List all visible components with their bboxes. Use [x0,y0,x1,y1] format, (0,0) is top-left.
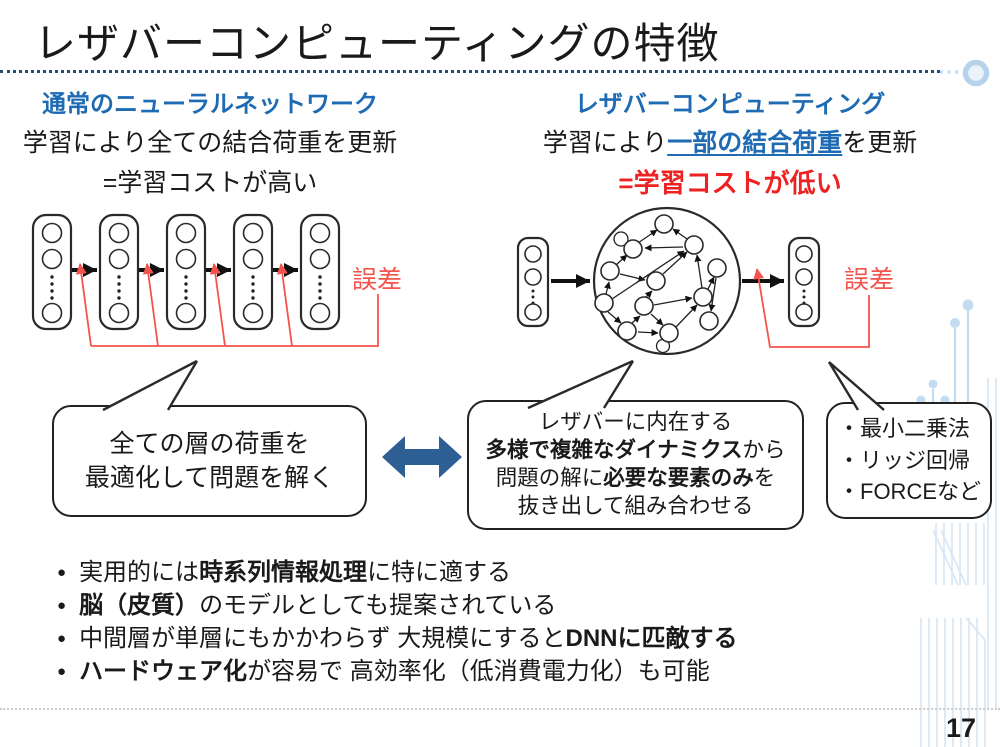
reservoir-edges [604,228,717,354]
bubble-line: 全ての層の荷重を [109,429,310,458]
error-label: 誤差 [352,266,402,294]
bullet-dot-icon: ● [57,663,67,680]
text-segment: 問題の解に [495,466,604,490]
text-segment: 必要な要素のみ [603,466,754,490]
nn-layer [299,213,341,331]
bullet-text: ハードウェア化が容易で 高効率化（低消費電力化）も可能 [79,655,710,688]
text-segment: DNNに匹敵する [565,625,738,652]
nn-layer [98,213,140,331]
bubble-line: 多様で複雑なダイナミクスから [486,437,786,465]
text-segment: から [742,438,786,463]
speech-bubble-all-layers: 全ての層の荷重を最適化して問題を解く [52,405,367,517]
bullet-item: ● ハードウェア化が容易で 高効率化（低消費電力化）も可能 [57,655,987,688]
nn-diagram: 誤差 [31,213,402,347]
circuit-terminal-circle-icon [962,59,990,87]
normal-nn-line1: 学習により全ての結合荷重を更新 [22,129,398,157]
text-segment: に特に適する [367,559,512,586]
reservoir-line2: =学習コストが低い [618,168,842,198]
normal-nn-header: 通常のニューラルネットワーク [42,91,378,118]
bullet-text: 中間層が単層にもかかわらず 大規模にするとDNNに匹敵する [79,622,737,655]
page-number: 17 [946,713,977,743]
text-segment: 中間層が単層にもかかわらず 大規模にすると [79,625,566,652]
text-segment: 多様で複雑なダイナミクス [485,438,743,463]
bubble-line: レザバーに内在する [539,409,733,437]
reservoir-line1-highlight: 一部の結合荷重 [667,129,843,157]
text-segment: 抜き出して組み合わせる [517,493,754,518]
nn-layer [31,213,73,331]
text-segment: を [753,466,776,490]
bubble-line: 問題の解に必要な要素のみを [496,465,776,493]
reservoir-line1-prefix: 学習により [542,129,668,157]
error-feedback-arrow [753,268,870,348]
reservoir-line1: 学習により一部の結合荷重を更新 [500,123,960,159]
bullet-text: 実用的には時系列情報処理に特に適する [79,556,511,589]
nn-layer [232,213,274,331]
reservoir-line1-suffix: を更新 [842,129,918,157]
bubble-line: ・最小二乗法 [838,415,971,441]
bullet-dot-icon: ● [57,564,67,581]
bullet-text: 脳（皮質）のモデルとしても提案されている [79,589,556,622]
bullet-item: ● 中間層が単層にもかかわらず 大規模にするとDNNに匹敵する [57,622,987,655]
footer-dotted-rule [0,708,1000,710]
input-layer [516,236,550,328]
page-title: レザバーコンピューティングの特徴 [34,20,720,67]
normal-nn-column: 通常のニューラルネットワーク 学習により全ての結合荷重を更新 =学習コストが高い [0,84,420,199]
text-segment: が容易で 高効率化（低消費電力化）も可能 [247,658,710,685]
output-layer [787,236,821,328]
text-segment: 実用的には [79,559,200,586]
network-diagrams: 誤差 [31,206,894,356]
text-segment: 脳（皮質） [79,592,200,619]
text-segment: のモデルとしても提案されている [199,592,557,619]
reservoir-nodes [594,214,727,343]
text-segment: レザバーに内在する [538,410,733,435]
bubble-line: 最適化して問題を解く [84,464,335,492]
bubble-line: ・FORCEなど [838,479,982,505]
reservoir-header: レザバーコンピューティング [574,91,886,118]
bullet-dot-icon: ● [57,597,67,614]
bullet-list: ● 実用的には時系列情報処理に特に適する ● 脳（皮質）のモデルとしても提案されている… [57,556,987,688]
bullet-dot-icon: ● [57,630,67,647]
text-segment: ハードウェア化 [79,658,248,685]
text-segment: 時系列情報処理 [199,559,368,586]
bullet-item: ● 脳（皮質）のモデルとしても提案されている [57,589,987,622]
error-feedback-arrows [75,263,379,347]
double-arrow-icon [382,436,462,478]
speech-bubble-reservoir-dynamics: レザバーに内在する多様で複雑なダイナミクスから問題の解に必要な要素のみを抜き出し… [467,400,804,530]
title-dotted-rule [0,70,940,73]
reservoir-diagram: 誤差 [516,206,894,356]
bubble-line: ・リッジ回帰 [838,447,971,473]
normal-nn-line2: =学習コストが高い [102,169,318,197]
error-label: 誤差 [844,266,894,294]
speech-bubble-methods: ・最小二乗法・リッジ回帰・FORCEなど [826,402,992,519]
nn-layer [165,213,207,331]
reservoir-column: レザバーコンピューティング 学習により一部の結合荷重を更新 =学習コストが低い [500,84,960,200]
bullet-item: ● 実用的には時系列情報処理に特に適する [57,556,987,589]
bubble-line: 抜き出して組み合わせる [518,493,754,521]
